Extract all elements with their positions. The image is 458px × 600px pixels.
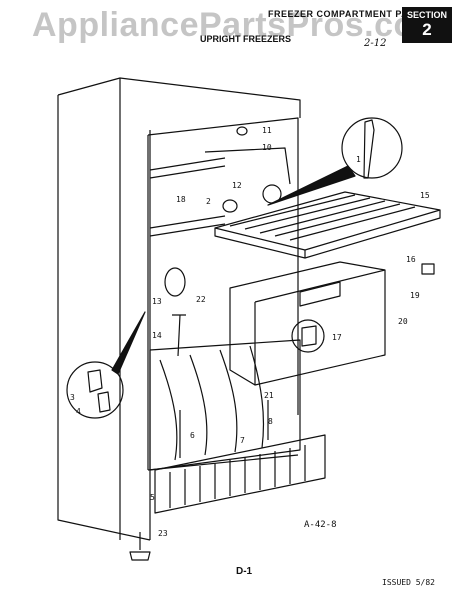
page-number: D-1	[236, 566, 253, 577]
section-badge: SECTION 2	[402, 7, 452, 43]
drawing-number: A-42-8	[304, 520, 337, 530]
issued-date: ISSUED 5/82	[382, 578, 435, 587]
callout-label: 17	[332, 333, 342, 342]
callout-label: 6	[190, 431, 195, 440]
callout-label: 19	[410, 291, 420, 300]
callout-label: 15	[420, 191, 430, 200]
callout-label: 4	[76, 407, 81, 416]
callout-label: 7	[240, 436, 245, 445]
header-subtitle: UPRIGHT FREEZERS	[200, 34, 292, 44]
callout-label: 3	[70, 393, 75, 402]
callout-label: 5	[150, 493, 155, 502]
watermark-logo: AppliancePartsPros.com	[32, 6, 446, 44]
callout-label: 22	[196, 295, 206, 304]
callout-label: 8	[268, 417, 273, 426]
callout-label: 18	[176, 195, 186, 204]
handwritten-note: 2-12	[364, 38, 387, 49]
callout-label: 12	[232, 181, 242, 190]
section-label: SECTION	[406, 10, 447, 20]
section-number: 2	[422, 20, 432, 39]
callout-label: 20	[398, 317, 408, 326]
callout-label: 2	[206, 197, 211, 206]
callout-label: 16	[406, 255, 416, 264]
callout-label: 21	[264, 391, 274, 400]
header-title: FREEZER COMPARTMENT PARTS	[268, 9, 428, 19]
callout-label: 11	[262, 126, 272, 135]
callout-label: 1	[356, 155, 361, 164]
callout-label: 13	[152, 297, 162, 306]
callout-label: 14	[152, 331, 162, 340]
callout-label: 23	[158, 529, 168, 538]
callout-label: 10	[262, 143, 272, 152]
